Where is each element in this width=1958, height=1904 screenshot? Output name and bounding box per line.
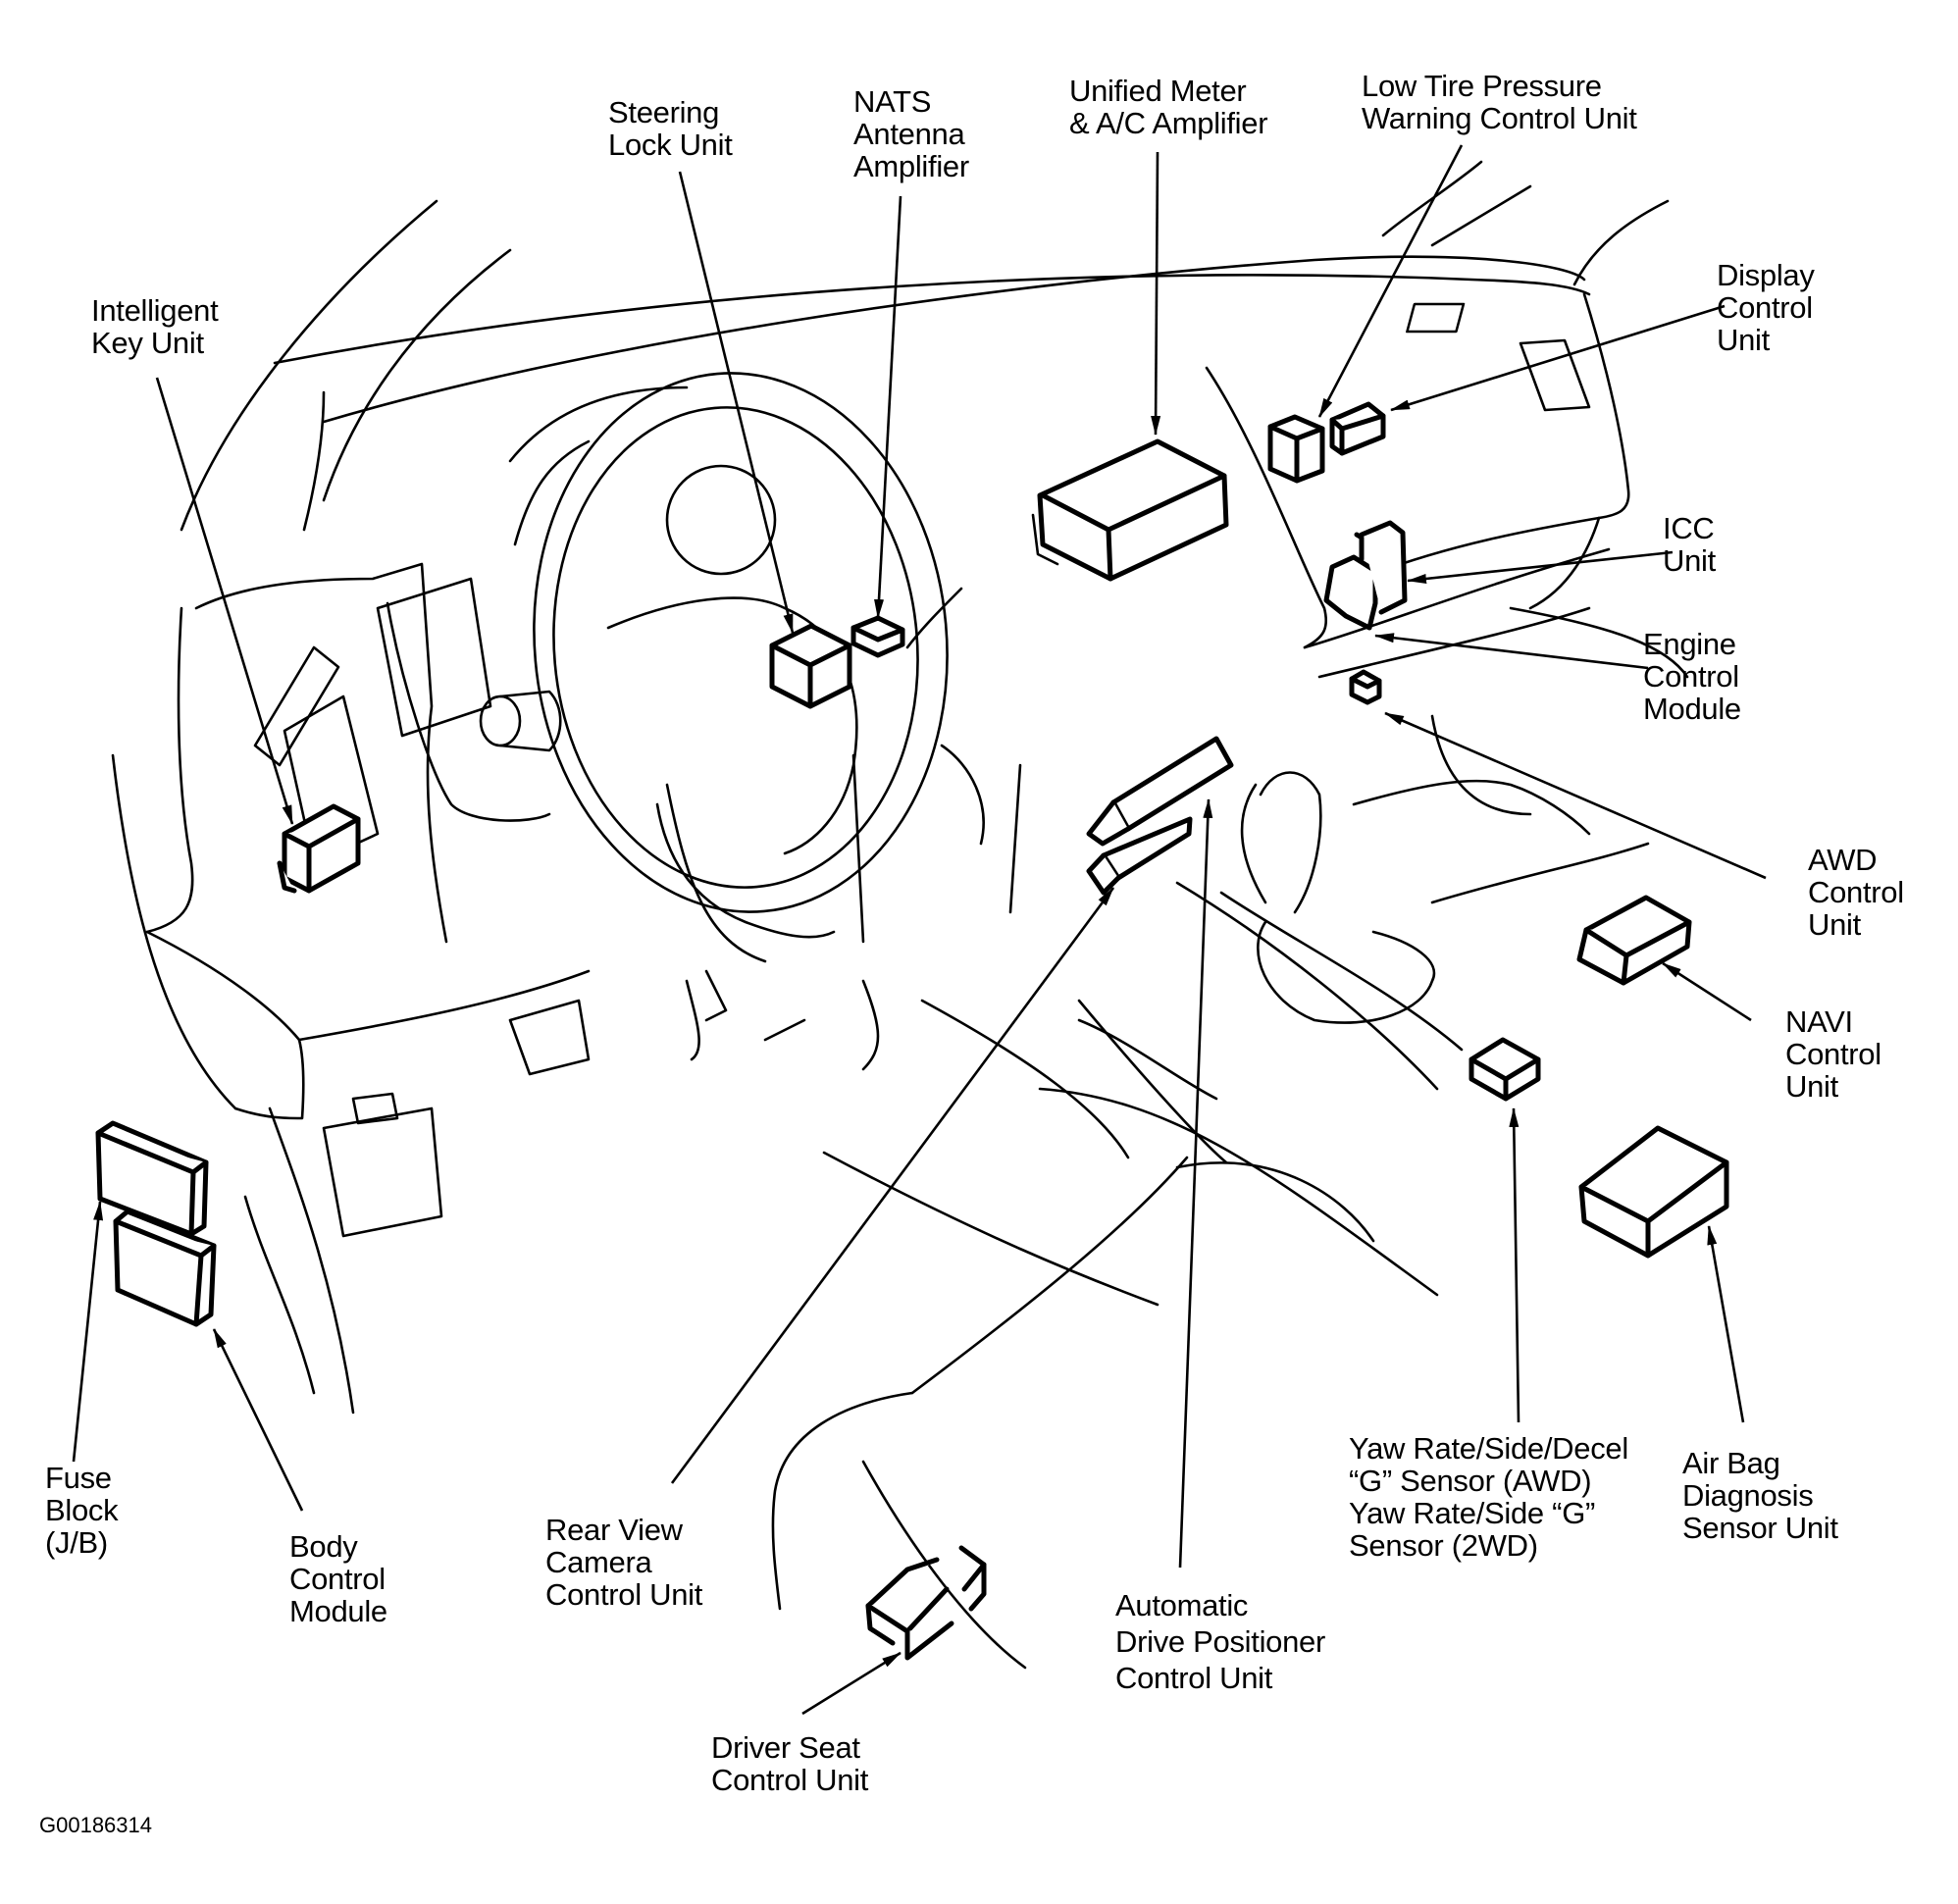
label-line: Unit (1785, 1069, 1838, 1104)
leader-driver-seat-control-unit (801, 1651, 902, 1716)
label-line: AWD (1808, 843, 1878, 877)
label-line: Air Bag (1682, 1446, 1780, 1480)
leader-yaw-rate-sensor (1509, 1107, 1520, 1423)
leader-steering-lock-unit (678, 171, 795, 634)
leader-navi-control-unit (1662, 961, 1752, 1022)
label-line: Control (1717, 290, 1813, 325)
leader-nats-antenna-amplifier (874, 195, 902, 619)
label-line: Body (289, 1529, 358, 1564)
label-line: “G” Sensor (AWD) (1349, 1464, 1592, 1498)
leader-fuse-block (72, 1201, 104, 1463)
label-line: Unit (1808, 907, 1861, 942)
label-unified-meter-ac-amplifier: Unified Meter& A/C Amplifier (1069, 74, 1268, 140)
figure-id: G00186314 (39, 1813, 152, 1837)
label-line: Diagnosis (1682, 1478, 1814, 1513)
label-line: Control Unit (545, 1577, 703, 1612)
label-line: Yaw Rate/Side “G” (1349, 1496, 1596, 1530)
label-line: Control (1808, 875, 1904, 909)
leader-icc-unit (1407, 550, 1674, 584)
label-line: Amplifier (853, 149, 969, 183)
label-line: Control Unit (711, 1763, 869, 1797)
label-line: Control (1643, 659, 1739, 694)
label-line: Control (1785, 1037, 1881, 1071)
label-yaw-rate-sensor: Yaw Rate/Side/Decel“G” Sensor (AWD)Yaw R… (1349, 1432, 1628, 1562)
icc-unit-box (1323, 520, 1408, 631)
awd-control-unit-box (1576, 895, 1692, 986)
leader-engine-control-module (1374, 633, 1649, 670)
label-line: Sensor (2WD) (1349, 1528, 1538, 1563)
label-line: Module (289, 1594, 387, 1628)
steering-lock-unit-box (769, 623, 852, 709)
label-line: Intelligent (91, 293, 219, 328)
leader-automatic-drive-positioner (1178, 798, 1213, 1569)
leader-unified-meter-ac-amplifier (1151, 151, 1161, 436)
fuse-block-box (95, 1120, 209, 1237)
engine-control-module-box (1349, 669, 1382, 705)
label-line: NAVI (1785, 1004, 1853, 1039)
label-line: Module (1643, 692, 1741, 726)
label-line: Control (289, 1562, 386, 1596)
unified-meter-ac-amplifier-box (1031, 438, 1229, 582)
label-line: & A/C Amplifier (1069, 106, 1268, 140)
leader-awd-control-unit (1384, 711, 1767, 880)
label-line: Drive Positioner (1115, 1624, 1326, 1659)
label-line: Antenna (853, 117, 965, 151)
label-line: Fuse (45, 1461, 112, 1495)
label-line: Rear View (545, 1513, 683, 1547)
label-line: Unified Meter (1069, 74, 1247, 108)
label-line: Control Unit (1115, 1661, 1273, 1695)
leader-air-bag-diagnosis-sensor-unit (1707, 1225, 1745, 1423)
label-line: Engine (1643, 627, 1736, 661)
label-line: Camera (545, 1545, 652, 1579)
low-tire-pressure-warning-control-unit-box (1267, 414, 1325, 484)
label-line: Steering (608, 95, 720, 129)
label-line: Warning Control Unit (1362, 101, 1637, 135)
label-line: Yaw Rate/Side/Decel (1349, 1431, 1628, 1466)
driver-seat-control-unit-box (865, 1545, 987, 1661)
label-line: Block (45, 1493, 119, 1527)
label-line: Unit (1663, 543, 1716, 578)
leader-rear-view-camera (670, 887, 1115, 1484)
nats-antenna-amplifier-box (850, 615, 905, 658)
leader-body-control-module (212, 1328, 304, 1512)
label-line: NATS (853, 84, 932, 119)
automatic-drive-positioner-control-unit-box (1086, 736, 1234, 896)
label-line: (J/B) (45, 1525, 108, 1560)
leader-low-tire-pressure (1317, 144, 1464, 418)
label-line: Automatic (1115, 1588, 1249, 1622)
display-control-unit-box (1329, 401, 1386, 456)
navi-control-unit-box (1468, 1037, 1541, 1102)
label-line: ICC (1663, 511, 1715, 545)
leader-lines (72, 144, 1767, 1716)
label-line: Low Tire Pressure (1362, 69, 1602, 103)
air-bag-diagnosis-sensor-unit-box (1578, 1125, 1729, 1259)
label-line: Display (1717, 258, 1815, 292)
body-control-module-box (113, 1209, 217, 1327)
label-line: Unit (1717, 323, 1770, 357)
intelligent-key-unit-box (277, 803, 361, 894)
label-line: Lock Unit (608, 128, 733, 162)
leader-display-control-unit (1390, 304, 1726, 412)
leader-intelligent-key-unit (155, 377, 294, 825)
label-line: Driver Seat (711, 1730, 860, 1765)
dashboard-outline (111, 160, 1689, 1670)
label-line: Sensor Unit (1682, 1511, 1838, 1545)
label-line: Key Unit (91, 326, 204, 360)
